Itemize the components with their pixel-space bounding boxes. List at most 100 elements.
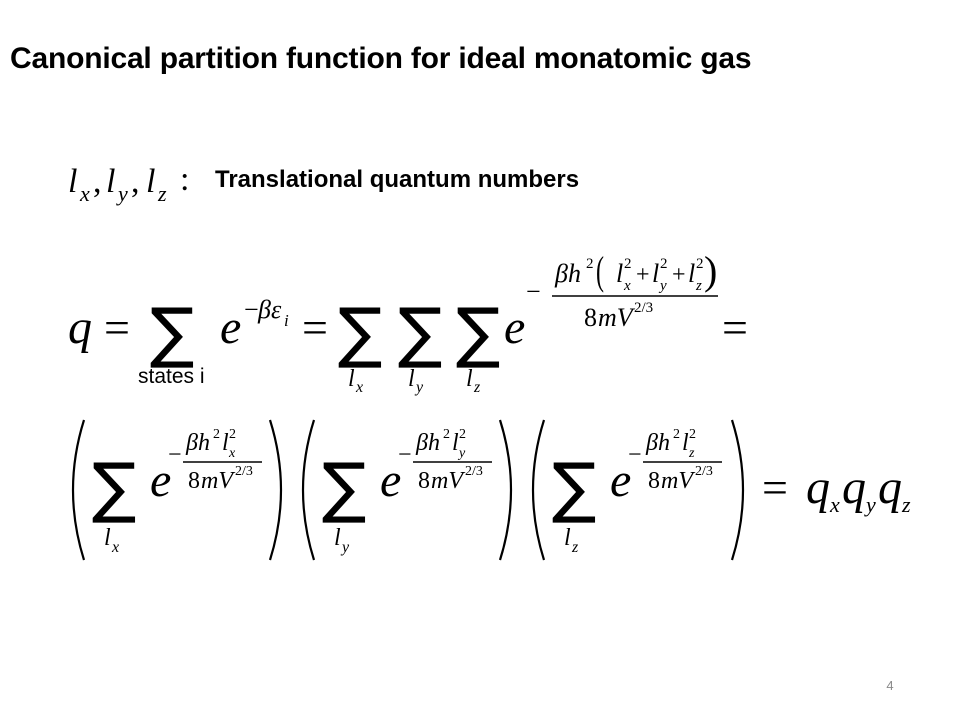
svg-text:∑: ∑ [92,449,136,526]
svg-text:=: = [302,302,328,353]
svg-text:βh: βh [554,259,581,288]
svg-text:e: e [150,454,171,507]
svg-text:l: l [652,259,659,288]
svg-text:l: l [146,163,155,200]
svg-text:2: 2 [689,427,696,442]
svg-text:∑: ∑ [322,449,366,526]
svg-text:βh: βh [645,430,670,456]
svg-text:−: − [628,442,642,468]
svg-text:,: , [131,163,140,200]
svg-text:2/3: 2/3 [634,300,653,316]
svg-text:mV: mV [201,468,235,494]
svg-text:2: 2 [586,256,594,272]
svg-text:8: 8 [188,468,200,494]
svg-text:l: l [564,525,571,551]
svg-text:2: 2 [660,256,668,272]
svg-text:(: ( [596,250,604,294]
svg-text:l: l [348,366,355,392]
svg-text:y: y [457,446,466,461]
svg-text:βh: βh [415,430,440,456]
svg-text:8: 8 [418,468,430,494]
svg-text:z: z [473,379,481,396]
equation-line-2: ∑ l x e − βh 2 l 2 x 8 mV 2/3 ∑ l [71,419,911,561]
svg-text:l: l [466,366,473,392]
factor-y: ∑ l y e − βh 2 l 2 y 8 mV 2/3 [301,419,513,561]
svg-text:z: z [695,278,702,294]
svg-text:βε: βε [257,295,282,324]
svg-text:2: 2 [696,256,704,272]
svg-text:x: x [228,446,236,461]
svg-text:y: y [864,492,876,517]
page-number: 4 [886,678,894,693]
svg-text:=: = [722,302,748,353]
svg-text:z: z [688,446,695,461]
svg-text:2: 2 [213,427,220,442]
svg-text:∑: ∑ [398,294,442,371]
states-label: states i [138,365,205,388]
svg-text:l: l [222,430,229,456]
svg-text:8: 8 [648,468,660,494]
svg-text:2: 2 [673,427,680,442]
svg-text:l: l [68,163,77,200]
svg-text:q: q [68,301,92,354]
svg-text:8: 8 [584,303,597,332]
svg-text:2: 2 [459,427,466,442]
svg-text:l: l [106,163,115,200]
svg-text:2: 2 [229,427,236,442]
svg-text:2/3: 2/3 [465,464,483,479]
equation-line-1: q = ∑ states i e − βε i = ∑ l x ∑ l y ∑ … [68,248,748,396]
svg-text:mV: mV [598,303,636,332]
svg-text:y: y [658,278,667,294]
svg-text:2: 2 [443,427,450,442]
slide-title: Canonical partition function for ideal m… [10,42,752,75]
svg-text:=: = [104,302,130,353]
svg-text:z: z [901,492,911,517]
svg-text:l: l [452,430,459,456]
svg-text:∑: ∑ [338,294,382,371]
svg-text:q: q [878,461,902,514]
svg-text:x: x [829,492,840,517]
svg-text:,: , [93,163,102,200]
svg-text:+: + [672,262,686,288]
svg-text:e: e [220,301,241,354]
factor-x: ∑ l x e − βh 2 l 2 x 8 mV 2/3 [71,419,283,561]
svg-text:x: x [79,181,90,206]
svg-text:−: − [168,442,182,468]
svg-text:e: e [504,301,525,354]
svg-text:2/3: 2/3 [695,464,713,479]
svg-text:y: y [340,539,350,556]
svg-text:y: y [414,379,424,396]
svg-text:∑: ∑ [552,449,596,526]
svg-text:l: l [104,525,111,551]
svg-text:x: x [355,379,363,396]
svg-text:2/3: 2/3 [235,464,253,479]
svg-text:e: e [610,454,631,507]
svg-text:z: z [571,539,579,556]
svg-text:−: − [398,442,412,468]
svg-text:q: q [806,461,830,514]
svg-text:−: − [244,295,259,324]
svg-text:mV: mV [661,468,695,494]
quantum-numbers-label: Translational quantum numbers [215,166,580,193]
svg-text:βh: βh [185,430,210,456]
svg-text:∑: ∑ [456,294,500,371]
quantum-number-symbols: l x , l y , l z : [68,161,189,206]
factor-z: ∑ l z e − βh 2 l 2 z 8 mV 2/3 [531,419,745,561]
svg-text:−: − [526,277,541,306]
svg-text:l: l [688,259,695,288]
svg-text:∑: ∑ [150,294,194,371]
svg-text:l: l [334,525,341,551]
svg-text:l: l [682,430,689,456]
svg-text:i: i [284,311,289,330]
svg-text::: : [180,161,189,198]
svg-text:x: x [623,278,631,294]
svg-text:+: + [636,262,650,288]
svg-text:2: 2 [624,256,632,272]
svg-text:l: l [616,259,623,288]
svg-text:x: x [111,539,119,556]
svg-text:y: y [116,181,128,206]
svg-text:): ) [704,248,717,293]
svg-text:mV: mV [431,468,465,494]
